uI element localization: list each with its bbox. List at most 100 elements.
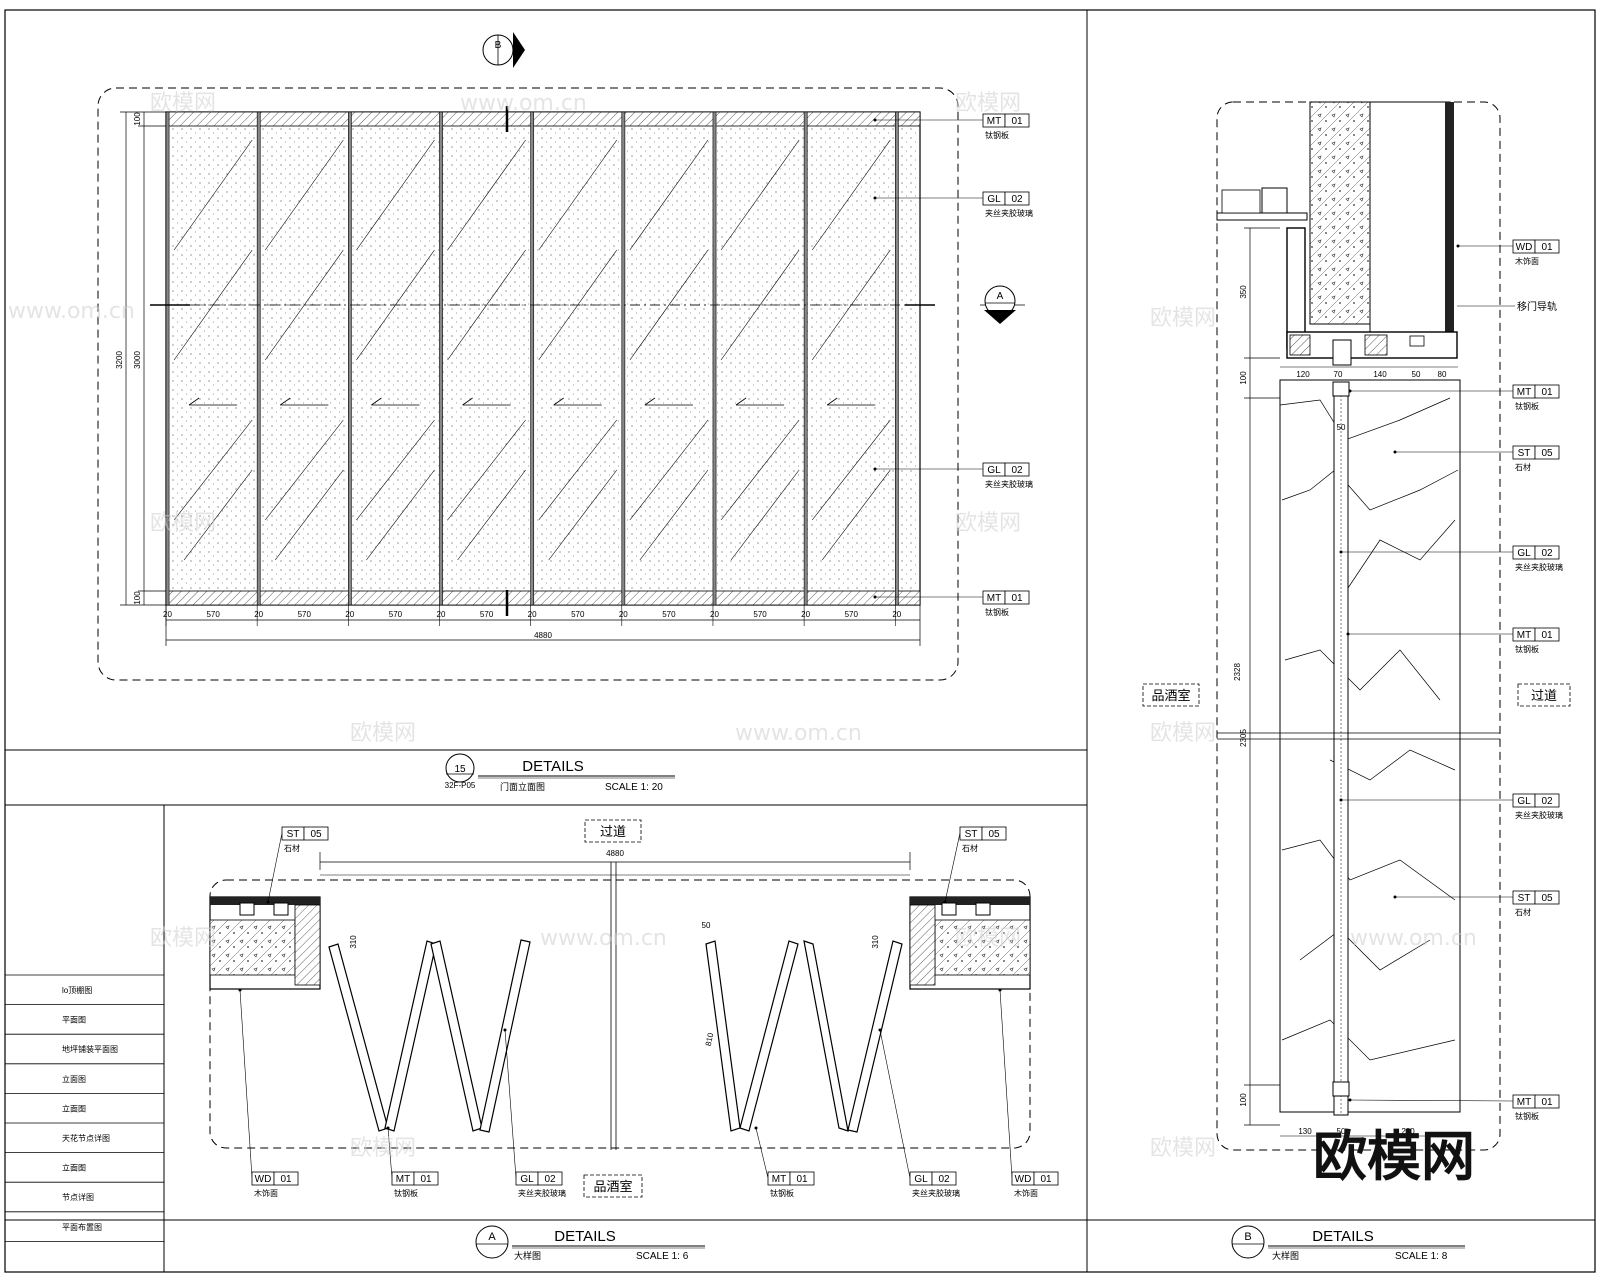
svg-text:石材: 石材 bbox=[1515, 462, 1531, 472]
svg-text:32F-P05: 32F-P05 bbox=[445, 781, 476, 790]
svg-text:ST: ST bbox=[1518, 448, 1531, 459]
dim-gap: 20 bbox=[619, 610, 628, 619]
svg-text:05: 05 bbox=[310, 829, 322, 840]
svg-text:钛钢板: 钛钢板 bbox=[1515, 644, 1539, 654]
section-callout-st: ST 05 石材 bbox=[1393, 445, 1560, 472]
dim-overall-height: 3200 bbox=[115, 351, 124, 369]
svg-text:ST: ST bbox=[965, 829, 978, 840]
svg-text:01: 01 bbox=[1011, 116, 1023, 127]
glass-reflection bbox=[356, 139, 435, 251]
svg-text:过道: 过道 bbox=[600, 824, 626, 839]
svg-text:GL: GL bbox=[520, 1174, 534, 1185]
section-room-corridor: 过道 bbox=[1517, 683, 1571, 707]
plan-dim-depth-right: 310 bbox=[871, 935, 880, 949]
svg-text:05: 05 bbox=[1541, 448, 1553, 459]
svg-text:石材: 石材 bbox=[962, 843, 978, 853]
dim-gap: 20 bbox=[528, 610, 537, 619]
section-dim-bottom-band: 100 bbox=[1239, 1093, 1248, 1107]
glass-reflection bbox=[720, 139, 800, 251]
dim-bottom-band: 100 bbox=[133, 591, 142, 605]
svg-text:钛钢板: 钛钢板 bbox=[770, 1188, 794, 1198]
svg-text:夹丝夹胶玻璃: 夹丝夹胶玻璃 bbox=[985, 479, 1033, 489]
dim-panel: 570 bbox=[845, 610, 859, 619]
svg-text:50: 50 bbox=[1337, 1127, 1346, 1136]
room-label-wine-room: 品酒室 bbox=[583, 1174, 643, 1198]
svg-text:B: B bbox=[1244, 1231, 1251, 1243]
dim-panel: 570 bbox=[662, 610, 676, 619]
svg-text:01: 01 bbox=[420, 1174, 432, 1185]
svg-text:01: 01 bbox=[1011, 593, 1023, 604]
svg-text:50: 50 bbox=[1412, 370, 1421, 379]
section-dim-lower: 2305 bbox=[1239, 729, 1248, 747]
section-dim-mid: 2328 bbox=[1233, 663, 1242, 681]
svg-text:01: 01 bbox=[1040, 1174, 1052, 1185]
svg-text:WD: WD bbox=[1015, 1174, 1032, 1185]
svg-text:02: 02 bbox=[938, 1174, 950, 1185]
elevation-scale: SCALE 1: 20 bbox=[605, 782, 663, 793]
svg-text:夹丝夹胶玻璃: 夹丝夹胶玻璃 bbox=[518, 1188, 566, 1198]
plan-title: DETAILS bbox=[554, 1228, 615, 1245]
svg-text:MT: MT bbox=[1517, 630, 1531, 641]
plan-dim-gap: 50 bbox=[702, 921, 711, 930]
elevation-vertical-dims bbox=[120, 111, 166, 606]
glass-reflection bbox=[265, 139, 344, 251]
section-subtitle: 大样图 bbox=[1272, 1250, 1299, 1261]
svg-text:GL: GL bbox=[987, 194, 1001, 205]
svg-text:木饰面: 木饰面 bbox=[254, 1188, 278, 1198]
svg-text:200: 200 bbox=[1401, 1127, 1415, 1136]
watermarks: 欧模网 www.om.cn 欧模网 欧模网 www.om.cn 欧模网 欧模网 … bbox=[8, 91, 1477, 1161]
svg-text:www.om.cn: www.om.cn bbox=[1350, 926, 1477, 951]
plan-subtitle: 大样图 bbox=[514, 1250, 541, 1261]
svg-text:木饰面: 木饰面 bbox=[1014, 1188, 1038, 1198]
dim-overall-width: 4880 bbox=[534, 631, 552, 640]
svg-text:15: 15 bbox=[454, 764, 466, 775]
svg-text:www.om.cn: www.om.cn bbox=[540, 926, 667, 951]
svg-text:www.om.cn: www.om.cn bbox=[460, 91, 587, 116]
dim-panel: 570 bbox=[389, 610, 403, 619]
svg-text:钛钢板: 钛钢板 bbox=[1515, 401, 1539, 411]
glass-reflection bbox=[811, 139, 891, 251]
svg-text:木饰面: 木饰面 bbox=[1515, 256, 1539, 266]
glass-reflection bbox=[447, 139, 526, 251]
plan-dim-leaf: 810 bbox=[704, 1031, 716, 1046]
svg-text:品酒室: 品酒室 bbox=[593, 1179, 632, 1194]
svg-text:02: 02 bbox=[544, 1174, 556, 1185]
svg-text:120: 120 bbox=[1296, 370, 1310, 379]
svg-text:欧模网: 欧模网 bbox=[150, 511, 216, 536]
svg-text:70: 70 bbox=[1334, 370, 1343, 379]
svg-text:50: 50 bbox=[1337, 423, 1346, 432]
section-title-block: B DETAILS 大样图 SCALE 1: 8 bbox=[1231, 1225, 1465, 1262]
elevation-subtitle: 门面立面图 bbox=[500, 781, 545, 792]
svg-text:夹丝夹胶玻璃: 夹丝夹胶玻璃 bbox=[1515, 562, 1563, 572]
index-row: 立面图 bbox=[62, 1103, 86, 1113]
svg-text:05: 05 bbox=[988, 829, 1000, 840]
svg-text:01: 01 bbox=[1541, 630, 1553, 641]
section-marker-b: B bbox=[482, 32, 525, 68]
index-row: 地坪铺装平面图 bbox=[62, 1044, 118, 1054]
svg-text:01: 01 bbox=[796, 1174, 808, 1185]
frame-mullion bbox=[439, 111, 443, 606]
dim-gap: 20 bbox=[163, 610, 172, 619]
svg-text:GL: GL bbox=[1517, 796, 1531, 807]
svg-text:MT: MT bbox=[987, 593, 1001, 604]
svg-text:WD: WD bbox=[1516, 242, 1533, 253]
section-title: DETAILS bbox=[1312, 1228, 1373, 1245]
section-scale: SCALE 1: 8 bbox=[1395, 1251, 1448, 1262]
glass-reflection bbox=[629, 139, 709, 251]
section-room-wine: 品酒室 bbox=[1142, 683, 1200, 707]
index-row: lo顶棚图 bbox=[62, 985, 92, 995]
section-dim-top-band: 100 bbox=[1239, 371, 1248, 385]
svg-text:钛钢板: 钛钢板 bbox=[1515, 1111, 1539, 1121]
svg-text:01: 01 bbox=[1541, 242, 1553, 253]
section-track-note: 移门导轨 bbox=[1517, 300, 1557, 313]
